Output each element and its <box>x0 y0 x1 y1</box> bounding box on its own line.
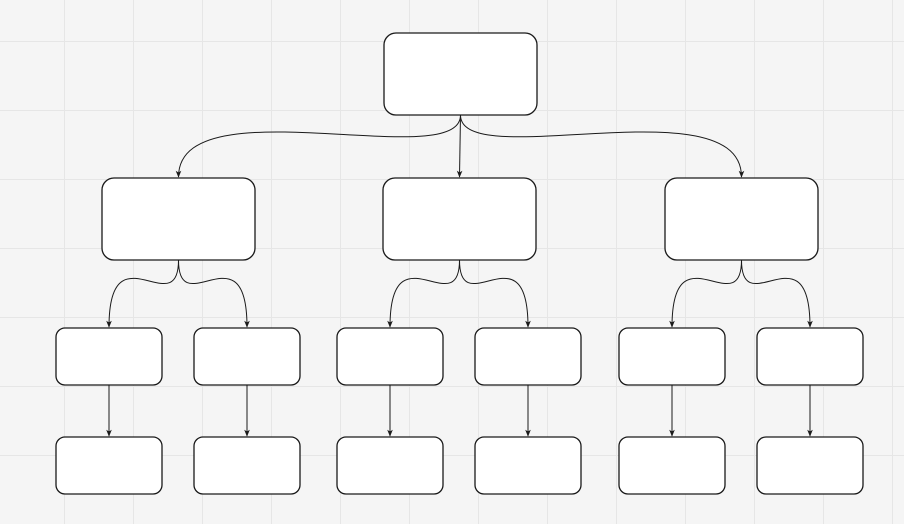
node-left-leaf-1[interactable] <box>55 436 163 495</box>
edge-right-branch-to-right-child-2[interactable] <box>741 259 813 328</box>
edge-left-branch-to-left-child-1[interactable] <box>106 259 179 328</box>
node-box[interactable] <box>383 32 538 116</box>
node-box[interactable] <box>474 436 582 495</box>
node-box[interactable] <box>193 327 301 386</box>
node-right-leaf-1[interactable] <box>618 436 726 495</box>
node-box[interactable] <box>55 436 163 495</box>
node-box[interactable] <box>382 177 537 261</box>
edges-layer <box>106 114 813 437</box>
edge-right-branch-to-right-child-1[interactable] <box>669 259 742 328</box>
node-box[interactable] <box>55 327 163 386</box>
node-left-child-2[interactable] <box>193 327 301 386</box>
node-left-branch[interactable] <box>101 177 256 261</box>
edge-middle-branch-to-middle-child-2[interactable] <box>459 259 531 328</box>
edge-left-branch-to-left-child-2[interactable] <box>178 259 250 328</box>
node-left-leaf-2[interactable] <box>193 436 301 495</box>
node-box[interactable] <box>193 436 301 495</box>
node-right-branch[interactable] <box>664 177 819 261</box>
node-box[interactable] <box>618 436 726 495</box>
node-right-child-1[interactable] <box>618 327 726 386</box>
node-box[interactable] <box>336 327 444 386</box>
node-box[interactable] <box>336 436 444 495</box>
edge-root-to-left-branch[interactable] <box>175 114 461 178</box>
node-box[interactable] <box>618 327 726 386</box>
node-middle-child-2[interactable] <box>474 327 582 386</box>
node-box[interactable] <box>756 327 864 386</box>
node-left-child-1[interactable] <box>55 327 163 386</box>
edge-root-to-right-branch[interactable] <box>460 114 745 178</box>
nodes-layer <box>55 32 864 495</box>
edge-middle-branch-to-middle-child-1[interactable] <box>387 259 460 328</box>
node-middle-branch[interactable] <box>382 177 537 261</box>
node-middle-leaf-1[interactable] <box>336 436 444 495</box>
node-root[interactable] <box>383 32 538 116</box>
node-box[interactable] <box>664 177 819 261</box>
node-middle-leaf-2[interactable] <box>474 436 582 495</box>
node-box[interactable] <box>474 327 582 386</box>
node-box[interactable] <box>756 436 864 495</box>
node-right-child-2[interactable] <box>756 327 864 386</box>
node-middle-child-1[interactable] <box>336 327 444 386</box>
edge-root-to-middle-branch[interactable] <box>456 114 463 178</box>
node-box[interactable] <box>101 177 256 261</box>
node-right-leaf-2[interactable] <box>756 436 864 495</box>
